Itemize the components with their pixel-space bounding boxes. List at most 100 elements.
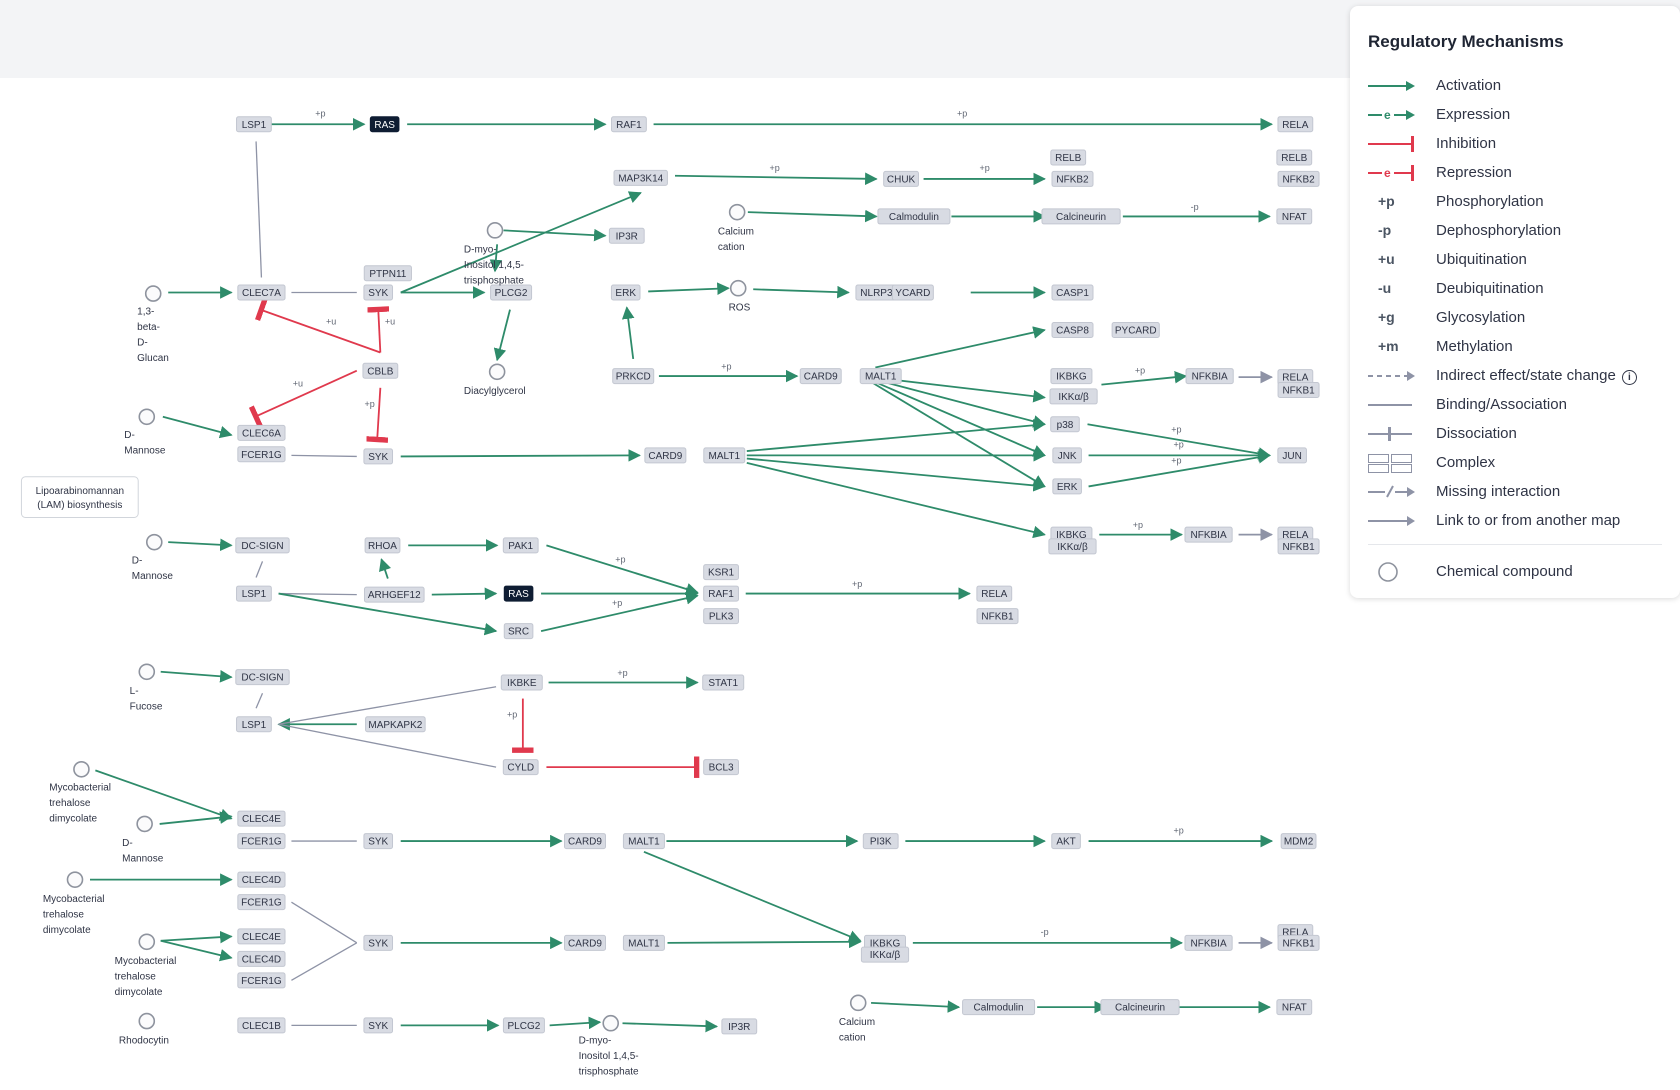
node-cblb[interactable]: CBLB	[362, 362, 399, 379]
node-fcer1g[interactable]: FCER1G	[237, 446, 286, 463]
node-clec7a[interactable]: CLEC7A	[237, 284, 286, 301]
node-stat1[interactable]: STAT1	[702, 674, 745, 691]
node-syk[interactable]: SYK	[363, 284, 394, 301]
node-malt1[interactable]: MALT1	[859, 368, 902, 385]
node-ksr1[interactable]: KSR1	[703, 564, 739, 581]
compound-d-mannose[interactable]: D-Mannose	[122, 815, 164, 865]
node-ikbke[interactable]: IKBKE	[500, 674, 543, 691]
node-clec4d[interactable]: CLEC4D	[237, 950, 286, 967]
node-plcg2[interactable]: PLCG2	[490, 284, 533, 301]
node-syk[interactable]: SYK	[363, 934, 394, 951]
node-erk[interactable]: ERK	[1052, 478, 1082, 495]
node-dc-sign[interactable]: DC-SIGN	[235, 669, 290, 686]
node-nfkbia[interactable]: NFKBIA	[1184, 934, 1233, 951]
node-lsp1[interactable]: LSP1	[236, 716, 272, 733]
compound-1-3-beta-d-glucan[interactable]: 1,3-beta-D-Glucan	[137, 285, 169, 364]
node-bcl3[interactable]: BCL3	[703, 759, 739, 776]
node-prkcd[interactable]: PRKCD	[612, 368, 655, 385]
node-ras[interactable]: RAS	[369, 116, 400, 133]
node-rhoa[interactable]: RHOA	[364, 537, 401, 554]
node-clec4e[interactable]: CLEC4E	[237, 810, 286, 827]
node-calcineurin[interactable]: Calcineurin	[1041, 208, 1121, 225]
node-calmodulin[interactable]: Calmodulin	[962, 999, 1036, 1016]
node-rela[interactable]: RELA	[976, 585, 1013, 602]
node-nfkb1[interactable]: NFKB1	[1277, 538, 1320, 555]
node-casp8[interactable]: CASP8	[1051, 322, 1094, 338]
compound-d-mannose[interactable]: D-Mannose	[124, 408, 166, 456]
node-raf1[interactable]: RAF1	[611, 116, 647, 133]
node-malt1[interactable]: MALT1	[622, 833, 665, 850]
node-clec4e[interactable]: CLEC4E	[237, 928, 286, 945]
node-ikk[interactable]: IKKα/β	[1048, 538, 1097, 555]
node-casp1[interactable]: CASP1	[1051, 284, 1094, 301]
node-mapkapk2[interactable]: MAPKAPK2	[365, 716, 426, 733]
node-card9[interactable]: CARD9	[799, 368, 842, 385]
node-ikk[interactable]: IKKα/β	[1049, 388, 1098, 405]
node-nfat[interactable]: NFAT	[1276, 208, 1313, 225]
node-nlrp3[interactable]: NLRP3	[855, 284, 898, 301]
node-ptpn11[interactable]: PTPN11	[363, 265, 412, 282]
node-pi3k[interactable]: PI3K	[862, 833, 899, 850]
compound-ros[interactable]: ROS	[729, 279, 751, 314]
node-nfkbia[interactable]: NFKBIA	[1185, 368, 1234, 385]
node-nfkb2[interactable]: NFKB2	[1051, 170, 1094, 187]
compound-d-mannose[interactable]: D-Mannose	[132, 533, 174, 582]
node-malt1[interactable]: MALT1	[703, 447, 746, 464]
node-clec4d[interactable]: CLEC4D	[237, 871, 286, 888]
compound-d-myo-inositol-1-4-5-trisphosphate[interactable]: D-myo-Inositol 1,4,5-trisphosphate	[464, 222, 524, 287]
node-pycard[interactable]: PYCARD	[1111, 322, 1160, 338]
node-ikbkg[interactable]: IKBKG	[864, 934, 906, 951]
node-lsp1[interactable]: LSP1	[236, 585, 272, 602]
compound-d-myo-inositol-1-4-5-trisphosphate[interactable]: D-myo-Inositol 1,4,5-trisphosphate	[579, 1014, 639, 1078]
node-dc-sign[interactable]: DC-SIGN	[235, 537, 290, 554]
node-p38[interactable]: p38	[1050, 416, 1080, 433]
node-syk[interactable]: SYK	[363, 833, 394, 850]
node-cyld[interactable]: CYLD	[502, 759, 539, 776]
node-ikbkg[interactable]: IKBKG	[1050, 526, 1093, 543]
compound-rhodocytin[interactable]: Rhodocytin	[119, 1012, 169, 1047]
node-clec1b[interactable]: CLEC1B	[237, 1017, 286, 1034]
node-calmodulin[interactable]: Calmodulin	[877, 208, 951, 225]
node-lsp1[interactable]: LSP1	[236, 116, 272, 133]
compound-diacylglycerol[interactable]: Diacylglycerol	[464, 363, 526, 397]
node-nfkb1[interactable]: NFKB1	[976, 608, 1019, 625]
node-malt1[interactable]: MALT1	[622, 934, 665, 951]
node-jnk[interactable]: JNK	[1052, 447, 1082, 464]
node-ikbkg[interactable]: IKBKG	[1050, 368, 1093, 385]
node-plk3[interactable]: PLK3	[703, 608, 739, 625]
node-syk[interactable]: SYK	[363, 448, 394, 465]
node-card9[interactable]: CARD9	[564, 934, 606, 951]
info-icon[interactable]: i	[1621, 370, 1637, 385]
node-raf1[interactable]: RAF1	[703, 585, 739, 602]
node-ycard[interactable]: YCARD	[891, 284, 934, 301]
node-fcer1g[interactable]: FCER1G	[237, 972, 286, 989]
node-calcineurin[interactable]: Calcineurin	[1100, 999, 1180, 1016]
node-nfkb2[interactable]: NFKB2	[1277, 170, 1320, 187]
node-ras[interactable]: RAS	[503, 585, 534, 602]
node-arhgef12[interactable]: ARHGEF12	[363, 586, 425, 603]
node-relb[interactable]: RELB	[1276, 149, 1313, 166]
node-nfkbia[interactable]: NFKBIA	[1184, 526, 1233, 543]
node-fcer1g[interactable]: FCER1G	[237, 894, 286, 911]
node-relb[interactable]: RELB	[1050, 149, 1087, 166]
node-nfkb1[interactable]: NFKB1	[1277, 382, 1320, 398]
node-nfat[interactable]: NFAT	[1276, 999, 1313, 1016]
node-plcg2[interactable]: PLCG2	[502, 1017, 545, 1034]
node-lipoarabinomannan-lam-biosynthesis[interactable]: Lipoarabinomannan(LAM) biosynthesis	[20, 476, 139, 518]
node-ip3r[interactable]: IP3R	[608, 227, 645, 244]
node-erk[interactable]: ERK	[610, 284, 641, 301]
node-mdm2[interactable]: MDM2	[1280, 833, 1317, 850]
compound-l-fucose[interactable]: L-Fucose	[130, 663, 163, 713]
node-chuk[interactable]: CHUK	[883, 170, 919, 187]
node-syk[interactable]: SYK	[363, 1017, 394, 1034]
node-ip3r[interactable]: IP3R	[721, 1018, 758, 1035]
node-pak1[interactable]: PAK1	[502, 537, 539, 554]
node-jun[interactable]: JUN	[1277, 447, 1307, 464]
node-akt[interactable]: AKT	[1051, 833, 1081, 850]
node-card9[interactable]: CARD9	[644, 447, 687, 464]
